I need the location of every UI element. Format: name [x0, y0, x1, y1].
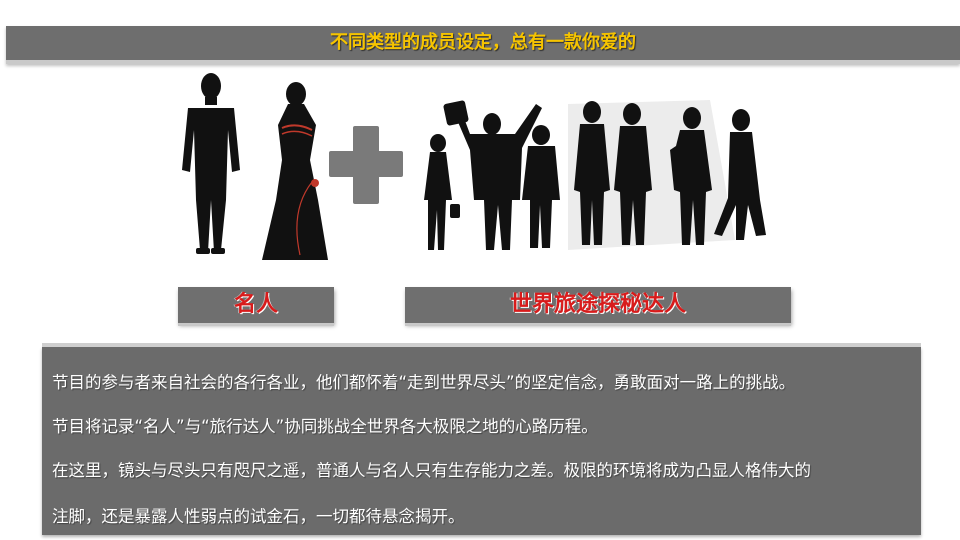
- woman-silhouette-icon: [262, 82, 328, 260]
- label-celebrity-text: 名人: [233, 292, 278, 317]
- plus-icon: [329, 126, 403, 204]
- description-line-1: 节目的参与者来自社会的各行各业，他们都怀着“走到世界尽头”的坚定信念，勇敢面对一…: [52, 373, 796, 392]
- label-explorer: 世界旅途探秘达人: [405, 287, 791, 326]
- label-celebrity: 名人: [178, 287, 334, 326]
- title-bar: 不同类型的成员设定，总有一款你爱的: [6, 26, 960, 64]
- label-explorer-text: 世界旅途探秘达人: [509, 292, 686, 317]
- description-box: 节目的参与者来自社会的各行各业，他们都怀着“走到世界尽头”的坚定信念，勇敢面对一…: [42, 343, 921, 535]
- travelers-silhouettes-icon: [424, 100, 766, 250]
- man-silhouette-icon: [182, 73, 240, 254]
- description-line-3: 在这里，镜头与尽头只有咫尺之遥，普通人与名人只有生存能力之差。极限的环境将成为凸…: [52, 461, 811, 480]
- description-line-4: 注脚，还是暴露人性弱点的试金石，一切都待悬念揭开。: [52, 507, 465, 526]
- page-title: 不同类型的成员设定，总有一款你爱的: [330, 32, 636, 53]
- description-line-2: 节目将记录“名人”与“旅行达人”协同挑战全世界各大极限之地的心路历程。: [52, 417, 598, 436]
